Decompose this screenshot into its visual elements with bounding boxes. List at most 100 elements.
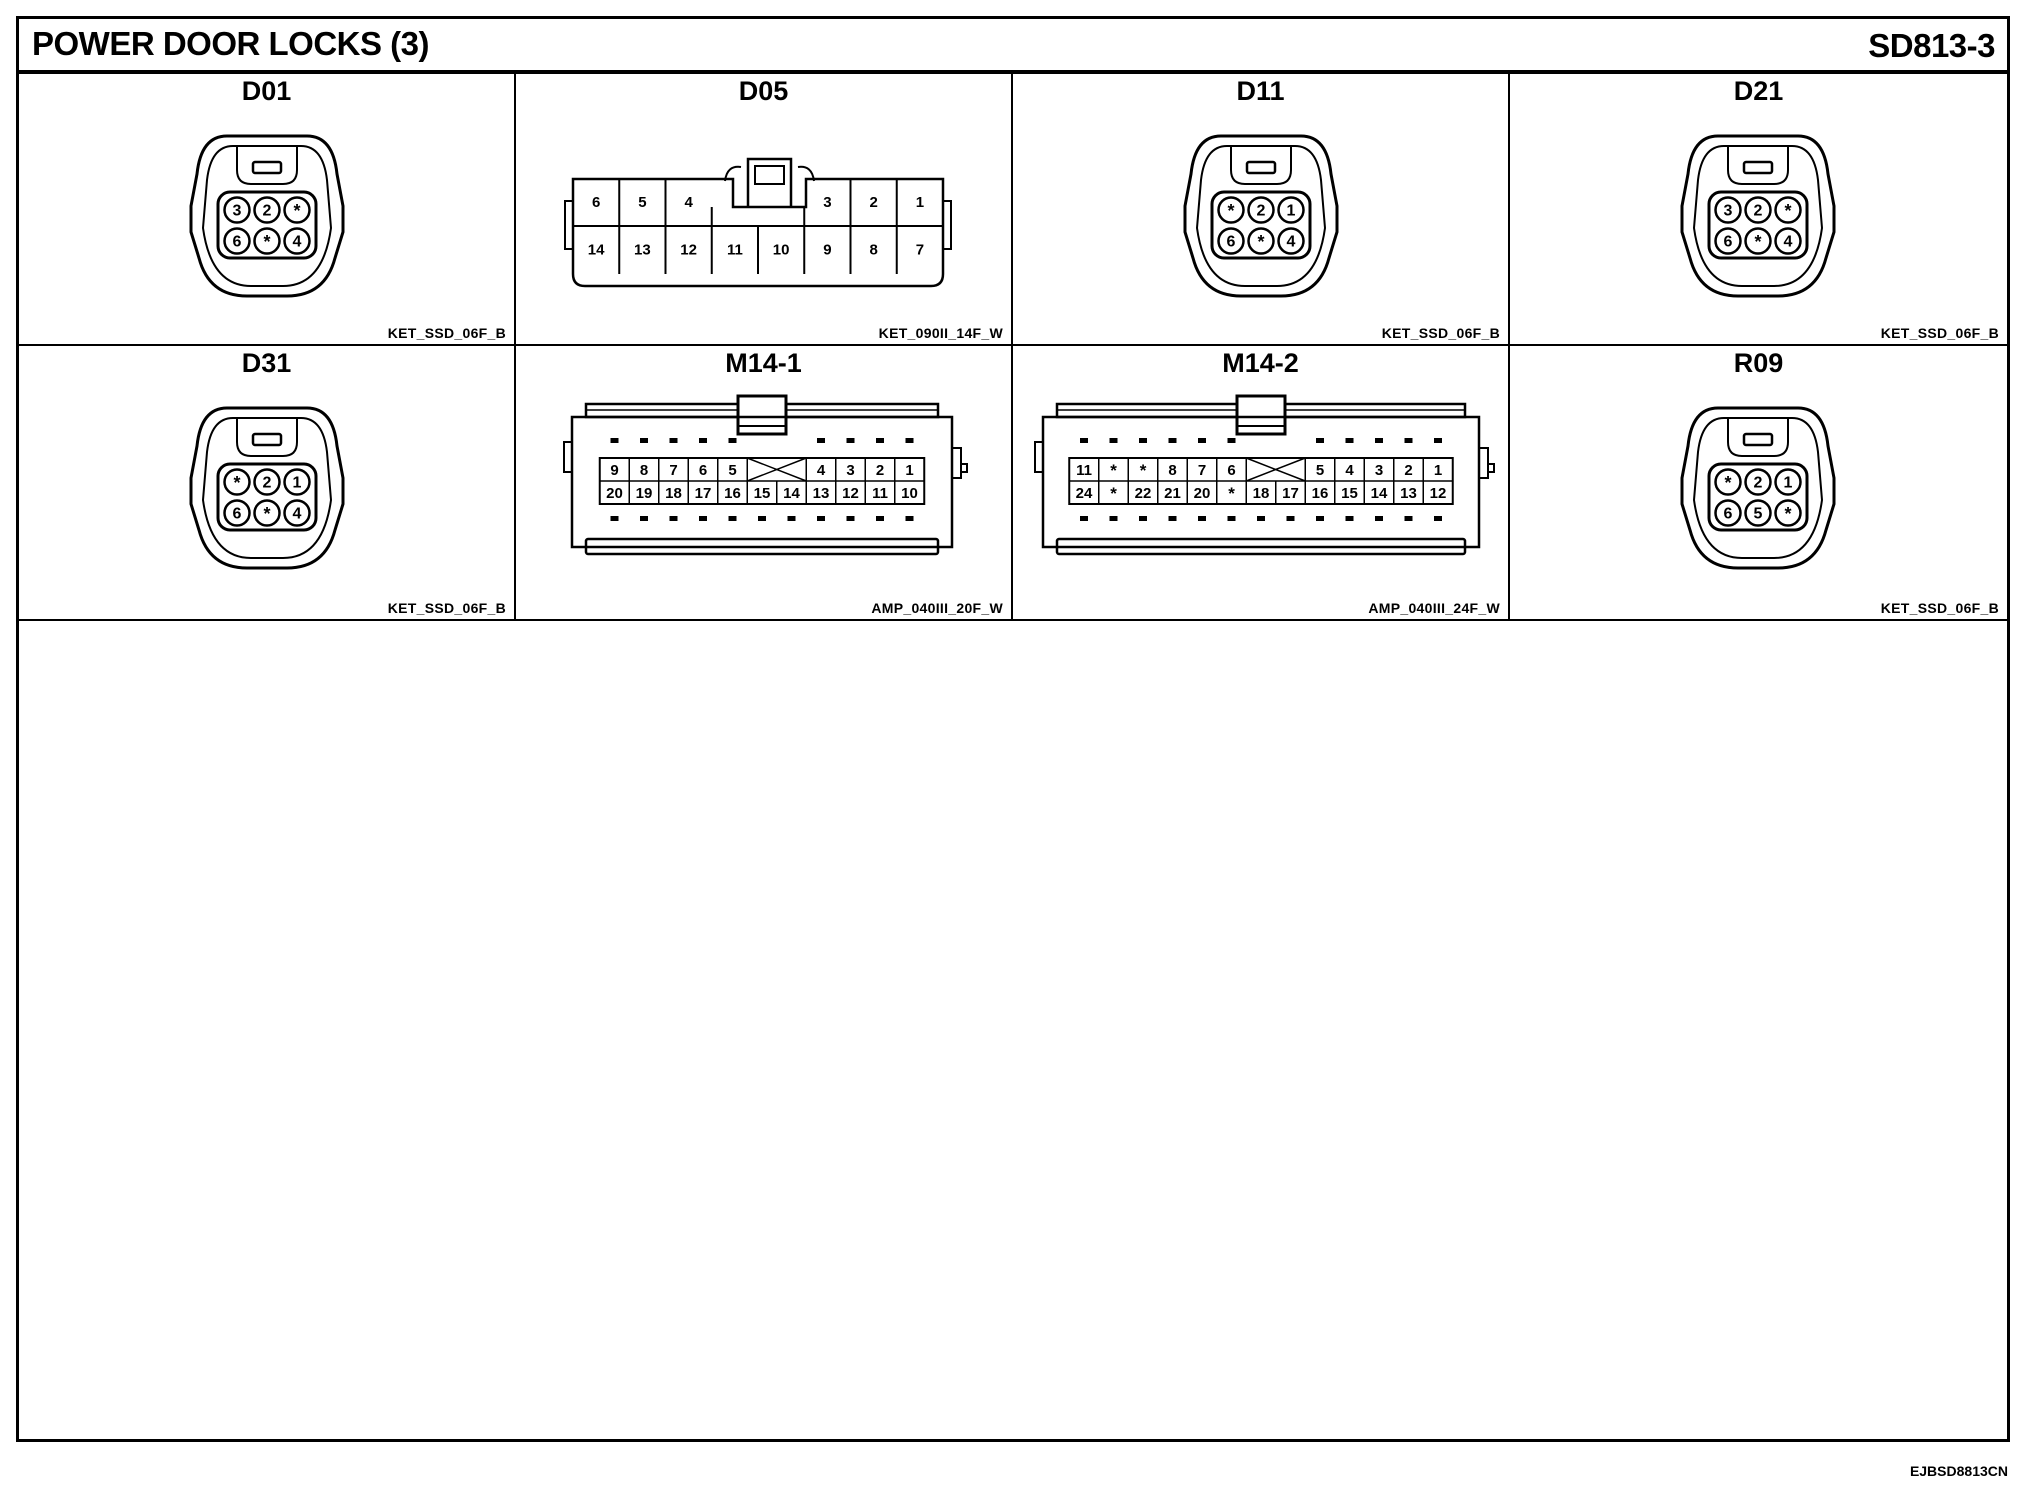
page-code: SD813-3 (1868, 27, 1995, 64)
pin-label: 5 (638, 194, 646, 211)
pin-label: 4 (293, 234, 302, 251)
pin-label: 11 (727, 242, 743, 259)
pin-cavity (1774, 468, 1802, 496)
terminal-mark (905, 438, 914, 443)
pin-cavity (1774, 227, 1802, 255)
terminal-mark (1227, 438, 1236, 443)
connector-inner-wall (1692, 417, 1824, 559)
pin-label: * (233, 473, 240, 493)
pin-cavity (1714, 227, 1742, 255)
pin-label: 7 (1198, 462, 1206, 479)
terminal-mark (1434, 516, 1442, 521)
pin-label: 1 (905, 462, 913, 479)
terminal-mark (640, 438, 648, 443)
latch-slot (251, 432, 283, 447)
terminal-mark (1404, 516, 1413, 521)
pin-label: 8 (1168, 462, 1176, 479)
terminal-mark (876, 438, 884, 443)
terminal-mark (1080, 438, 1088, 443)
pin-label: 13 (1400, 485, 1417, 502)
pin-cavity (253, 468, 281, 496)
terminal-mark (1168, 438, 1177, 443)
terminal-mark (1168, 516, 1177, 521)
connector-part-number: KET_SSD_06F_B (1880, 600, 1999, 616)
connector-part-number: KET_090II_14F_W (878, 325, 1003, 341)
latch-slot (1245, 160, 1277, 175)
pin-cavity (1744, 468, 1772, 496)
connector-title: M14-2 (1222, 348, 1299, 378)
pin-label: 13 (634, 242, 651, 259)
pin-label: 6 (233, 506, 242, 523)
pin-label: 8 (640, 462, 648, 479)
pin-cavity (283, 499, 311, 527)
pin-cavity (283, 196, 311, 224)
side-tab (1478, 447, 1489, 479)
pin-label: 2 (1404, 462, 1412, 479)
pin-cavity (223, 227, 251, 255)
pin-label: 2 (263, 203, 272, 220)
side-tab-lug (960, 463, 968, 473)
terminal-mark (1286, 516, 1295, 521)
pin-label: 13 (813, 485, 830, 502)
latch-slot (1742, 432, 1774, 447)
terminal-mark (817, 438, 825, 443)
pin-label: 16 (1312, 485, 1329, 502)
terminal-mark (1139, 516, 1147, 521)
pin-label: 20 (606, 485, 623, 502)
page-header: POWER DOOR LOCKS (3) SD813-3 (19, 19, 2007, 74)
connector-title: D01 (241, 76, 292, 106)
pin-cavity (283, 227, 311, 255)
pin-block (1707, 190, 1809, 260)
pin-block (1210, 190, 1312, 260)
connector-title: D05 (738, 76, 789, 106)
pin-label: 9 (610, 462, 618, 479)
connector-housing (1680, 134, 1836, 298)
pin-label: 21 (1164, 485, 1181, 502)
connector-part-number: AMP_040III_20F_W (871, 600, 1003, 616)
pin-label: 15 (754, 485, 771, 502)
pin-cavity (1217, 196, 1245, 224)
pin-label: 2 (1257, 203, 1266, 220)
pin-label: 17 (695, 485, 712, 502)
terminal-mark (876, 516, 884, 521)
pin-cavity (223, 499, 251, 527)
pin-cavity (1217, 227, 1245, 255)
pin-label: 8 (869, 242, 877, 259)
connector-part-number: KET_SSD_06F_B (1880, 325, 1999, 341)
pin-label: * (1257, 232, 1264, 252)
pin-label: 4 (1784, 234, 1793, 251)
pin-cavity (1714, 468, 1742, 496)
terminal-mark (640, 516, 648, 521)
page-title: POWER DOOR LOCKS (3) (32, 25, 430, 62)
latch-outline (1727, 146, 1789, 185)
pin-label: * (293, 201, 300, 221)
pin-cavity (1744, 196, 1772, 224)
terminal-mark (1375, 516, 1383, 521)
terminal-mark (1257, 516, 1265, 521)
pin-label: 2 (1754, 203, 1763, 220)
terminal-mark (1345, 516, 1354, 521)
terminal-mark (817, 516, 825, 521)
terminal-mark (758, 516, 766, 521)
pin-label: * (1724, 473, 1731, 493)
pin-cavity (253, 227, 281, 255)
terminal-mark (669, 438, 678, 443)
connector-inner-wall (201, 417, 333, 559)
latch-outline (1235, 394, 1287, 436)
latch-outline (736, 394, 788, 436)
connector-part-number: KET_SSD_06F_B (387, 325, 506, 341)
latch-hook (797, 165, 815, 182)
pin-label: * (1784, 201, 1791, 221)
connector-part-number: KET_SSD_06F_B (1381, 325, 1500, 341)
